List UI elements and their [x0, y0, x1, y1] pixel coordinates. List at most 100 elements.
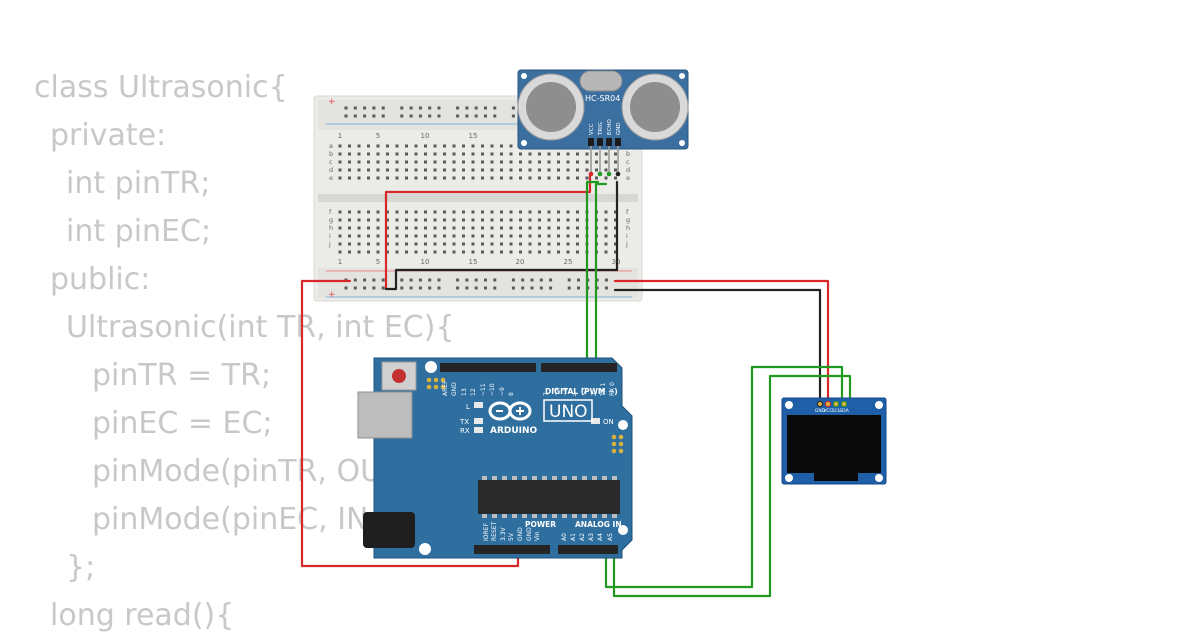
row-label: g [626, 216, 630, 224]
rail-hole [400, 278, 404, 282]
breadboard-hole [452, 152, 456, 156]
digital-pin-label: ~5 [562, 387, 569, 396]
rail-hole [372, 114, 376, 118]
mount-hole [521, 73, 527, 79]
breadboard-hole [386, 160, 389, 164]
breadboard-hole [376, 152, 380, 156]
oled-pin-label: GND [815, 408, 826, 414]
breadboard-hole [604, 176, 608, 180]
power-pin-label: GND [517, 527, 524, 541]
breadboard-hole [367, 234, 370, 238]
breadboard-hole [386, 242, 389, 246]
breadboard-hole [414, 226, 418, 230]
breadboard-hole [367, 250, 370, 254]
breadboard-hole [557, 234, 560, 238]
breadboard-hole [538, 168, 541, 172]
breadboard-hole [424, 176, 427, 180]
breadboard-hole [604, 226, 608, 230]
rail-hole [530, 278, 534, 282]
breadboard-hole [547, 152, 551, 156]
breadboard-hole [395, 234, 399, 238]
rail-hole [493, 286, 497, 290]
rail-hole [484, 286, 487, 290]
led-rx-label: RX [460, 427, 470, 435]
mount-hole [785, 474, 793, 482]
breadboard-hole [604, 218, 608, 222]
breadboard-hole [443, 176, 446, 180]
breadboard-hole [585, 176, 589, 180]
breadboard-hole [471, 242, 475, 246]
bottom-power-rail [318, 268, 638, 298]
sensor-mesh-left [526, 82, 576, 132]
breadboard-hole [443, 242, 446, 246]
breadboard-hole [433, 250, 437, 254]
icsp-pin [440, 384, 446, 390]
row-label: g [329, 216, 333, 224]
breadboard-hole [338, 160, 342, 164]
chip-pin [532, 476, 537, 480]
breadboard-hole [443, 160, 446, 164]
breadboard-hole [338, 176, 342, 180]
analog-pin-label: A0 [561, 533, 568, 541]
rail-hole [456, 106, 460, 110]
analog-pin-label: A1 [570, 533, 577, 541]
rail-hole [539, 278, 543, 282]
rail-hole [493, 278, 497, 282]
breadboard-hole [509, 152, 513, 156]
breadboard-hole [367, 160, 370, 164]
breadboard-hole [471, 210, 475, 214]
breadboard-hole [433, 234, 437, 238]
breadboard-hole [614, 234, 617, 238]
breadboard-hole [462, 144, 465, 148]
sensor-pin-label: GND [616, 122, 622, 135]
digital-pin-label: RX 0 [609, 382, 616, 396]
breadboard-hole [519, 176, 522, 180]
breadboard-hole [386, 218, 389, 222]
breadboard-hole [395, 210, 399, 214]
rail-hole [484, 114, 487, 118]
breadboard-hole [481, 218, 484, 222]
chip-pin [492, 476, 497, 480]
breadboard-hole [490, 152, 494, 156]
wire-black-oled-gnd [613, 288, 822, 406]
mount-hole [618, 420, 628, 430]
rail-hole [409, 286, 413, 290]
breadboard-hole [395, 160, 399, 164]
sensor-pin [606, 138, 612, 146]
oled-ribbon [814, 473, 858, 481]
reset-button [392, 369, 406, 383]
breadboard-hole [452, 218, 456, 222]
breadboard-hole [500, 176, 503, 180]
breadboard-hole [452, 210, 456, 214]
breadboard-hole [471, 176, 475, 180]
breadboard-hole [614, 176, 617, 180]
breadboard-hole [585, 152, 589, 156]
breadboard-hole [528, 218, 532, 222]
digital-pin-label: 12 [470, 388, 477, 396]
breadboard-hole [576, 226, 579, 230]
code-line: public: [50, 262, 151, 297]
code-line: pinEC = EC; [92, 406, 273, 441]
analog-label: ANALOG IN [575, 520, 622, 529]
analog-pin-label: A3 [588, 533, 595, 541]
breadboard-hole [528, 152, 532, 156]
breadboard-hole [386, 176, 389, 180]
breadboard-hole [471, 234, 475, 238]
breadboard-hole [395, 218, 399, 222]
breadboard-hole [576, 152, 579, 156]
breadboard-hole [414, 160, 418, 164]
chip-pin [542, 514, 547, 518]
breadboard-hole [348, 234, 351, 238]
wire-black-gnd [384, 180, 619, 291]
rail-hole [539, 286, 543, 290]
chip-pin [592, 476, 597, 480]
row-label: j [328, 240, 331, 248]
breadboard-hole [376, 144, 380, 148]
rail-hole [484, 278, 487, 282]
breadboard-hole [348, 176, 351, 180]
oled-pin [824, 400, 832, 408]
breadboard-hole [338, 226, 342, 230]
chip-pins [482, 476, 617, 518]
rail-hole [437, 278, 441, 282]
